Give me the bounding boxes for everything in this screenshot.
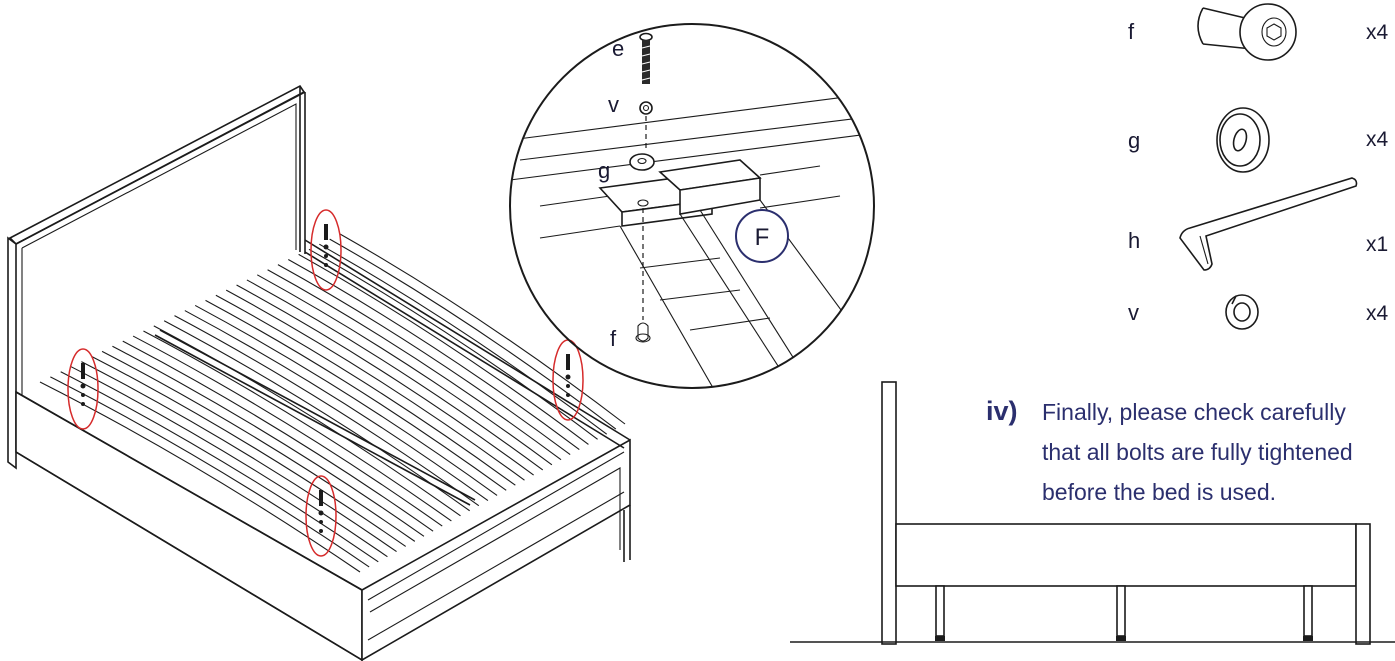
parts-list: f x4 g x4 h x1 v x4 — [1128, 3, 1389, 330]
slat — [60, 371, 379, 563]
slat — [288, 259, 580, 450]
slat — [91, 355, 407, 547]
detail-zoom: F e v g f — [509, 23, 875, 389]
slat — [70, 366, 388, 558]
slat — [163, 320, 470, 512]
part-qty-g: x4 — [1366, 128, 1389, 151]
slat — [319, 243, 608, 435]
slat — [339, 233, 626, 425]
spring-washer-icon — [1225, 294, 1259, 330]
foot-rail — [361, 438, 631, 661]
slat — [112, 345, 425, 537]
detail-label-g: g — [598, 158, 610, 183]
detail-label-f: f — [610, 326, 617, 351]
allen-key-icon — [1179, 177, 1358, 271]
step-number: iv) — [986, 396, 1018, 426]
bolt-position-highlight — [552, 339, 584, 421]
barrel-nut-f-icon — [635, 322, 651, 343]
part-letter-h: h — [1128, 228, 1140, 253]
bed-isometric-drawing — [7, 84, 631, 661]
bed-side-view — [790, 381, 1395, 645]
frame-label: F — [755, 224, 770, 251]
part-qty-h: x1 — [1366, 233, 1388, 256]
slat — [174, 315, 480, 507]
slat — [81, 361, 397, 553]
slat — [246, 279, 544, 471]
slat — [143, 330, 452, 522]
part-letter-v: v — [1128, 300, 1139, 325]
barrel-nut-icon — [1197, 3, 1297, 61]
bolt-callouts — [67, 209, 584, 557]
frame-label-circle — [735, 209, 789, 263]
slat — [50, 376, 370, 568]
washer-icon — [1216, 107, 1270, 173]
step-text-line-1: Finally, please check carefully — [1042, 399, 1346, 425]
slat — [236, 284, 534, 476]
slat — [215, 294, 516, 486]
slat — [184, 310, 489, 501]
centre-rail — [154, 334, 471, 506]
slat — [277, 264, 571, 456]
slat — [101, 350, 416, 542]
part-qty-f: x4 — [1366, 21, 1389, 44]
slat — [225, 289, 525, 481]
bolt-position-highlight — [305, 475, 337, 557]
part-qty-v: x4 — [1366, 302, 1389, 325]
bolt-position-highlight — [67, 348, 99, 430]
step-iv-instructions: iv) Finally, please check carefully that… — [986, 396, 1353, 505]
washer-g-icon — [629, 153, 655, 171]
slat — [153, 325, 461, 517]
bolt-position-highlight — [310, 209, 342, 291]
headboard — [7, 84, 306, 470]
part-letter-g: g — [1128, 128, 1140, 153]
spring-washer-v-icon — [639, 101, 653, 115]
slat — [329, 238, 617, 430]
slat — [308, 248, 598, 440]
part-letter-f: f — [1128, 19, 1135, 44]
step-text-line-3: before the bed is used. — [1042, 479, 1276, 505]
side-rail-back — [304, 239, 631, 449]
slat — [267, 269, 562, 461]
slat — [122, 340, 434, 532]
bolt-e-icon — [639, 32, 653, 84]
slat — [205, 299, 507, 491]
slat — [298, 253, 589, 445]
detail-label-v: v — [608, 92, 619, 117]
slat — [132, 335, 443, 527]
side-rail-front — [15, 390, 363, 661]
bed-slats — [39, 233, 626, 573]
slat — [194, 304, 498, 496]
slat — [256, 274, 553, 466]
step-text-line-2: that all bolts are fully tightened — [1042, 439, 1353, 465]
detail-label-e: e — [612, 36, 624, 61]
